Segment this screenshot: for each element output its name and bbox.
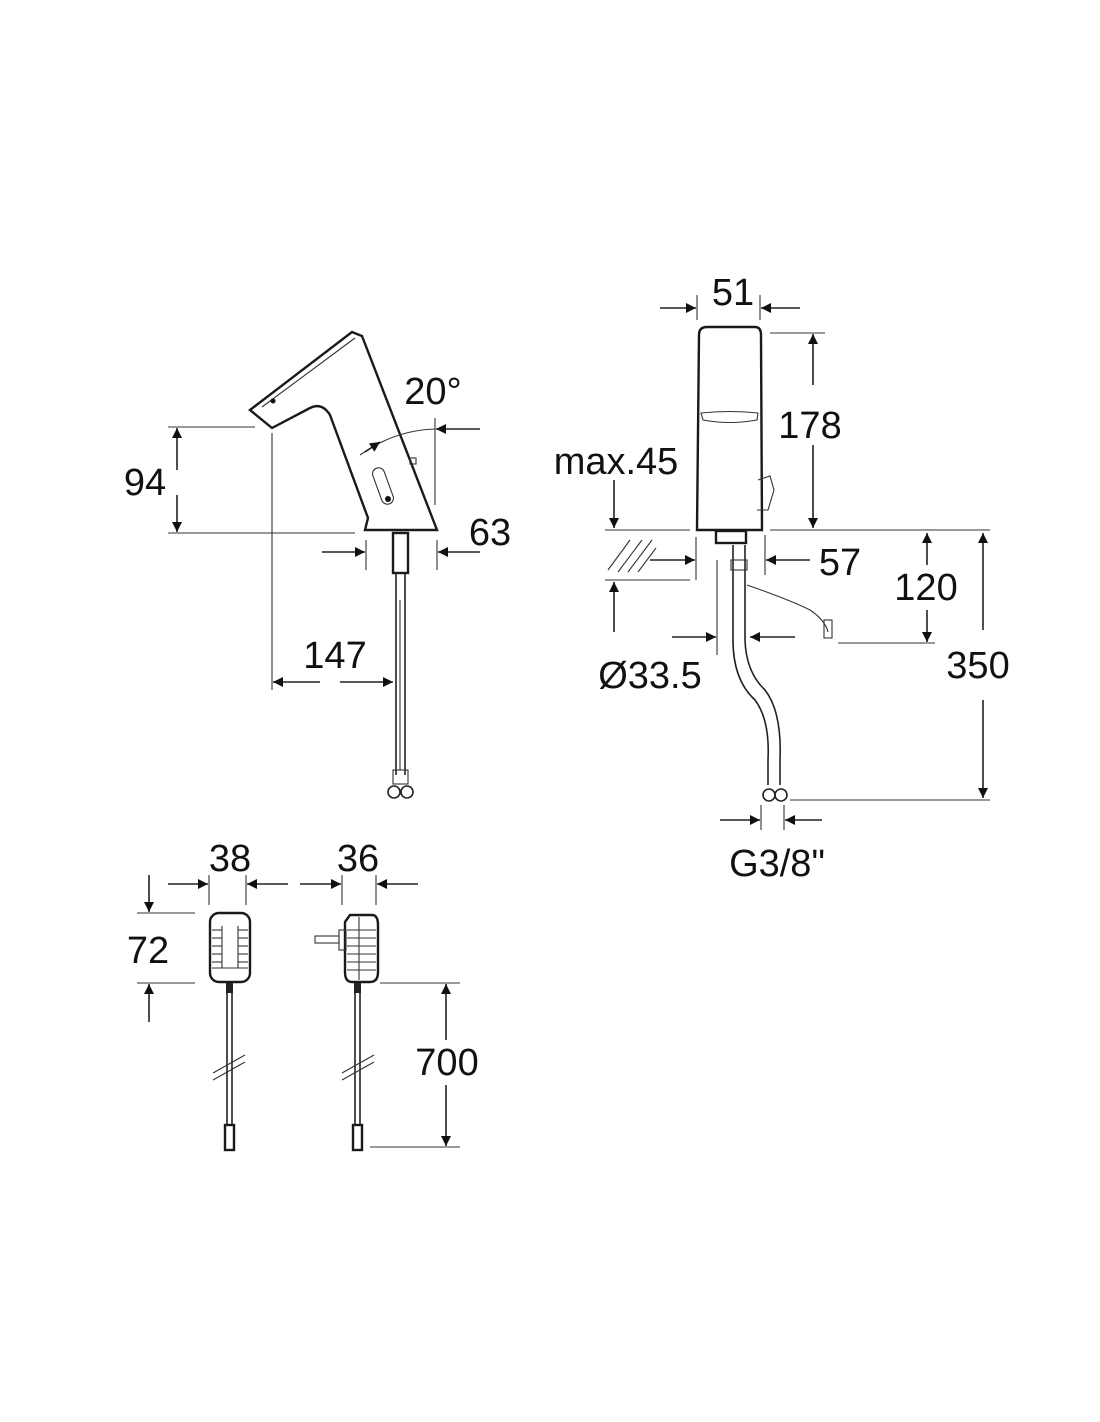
front-view-dimensions bbox=[605, 295, 990, 830]
angle-label: 20° bbox=[404, 371, 461, 413]
max-deck-label: max.45 bbox=[554, 441, 679, 483]
power-adapter-front bbox=[208, 911, 252, 1152]
power-adapter-side bbox=[314, 913, 380, 1152]
projection-label: 147 bbox=[303, 635, 366, 677]
side-view-dimensions bbox=[168, 418, 480, 690]
side-view-faucet bbox=[248, 330, 439, 799]
connection-label: G3/8" bbox=[729, 843, 825, 885]
cable-height-label: 120 bbox=[894, 567, 957, 609]
height-label: 178 bbox=[778, 405, 841, 447]
power-supply-dimensions bbox=[137, 875, 460, 1148]
hole-diameter-label: Ø33.5 bbox=[598, 655, 702, 697]
base-width-label: 57 bbox=[819, 542, 861, 584]
front-view-faucet bbox=[695, 325, 833, 802]
base-depth-label: 63 bbox=[469, 512, 511, 554]
adapter-front-width-label: 38 bbox=[209, 838, 251, 880]
countertop-hatch bbox=[607, 539, 657, 573]
adapter-height-label: 72 bbox=[127, 930, 169, 972]
total-length-label: 350 bbox=[946, 645, 1009, 687]
spout-height-label: 94 bbox=[124, 462, 166, 504]
adapter-side-width-label: 36 bbox=[337, 838, 379, 880]
cable-length-label: 700 bbox=[415, 1042, 478, 1084]
width-label: 51 bbox=[712, 272, 754, 314]
